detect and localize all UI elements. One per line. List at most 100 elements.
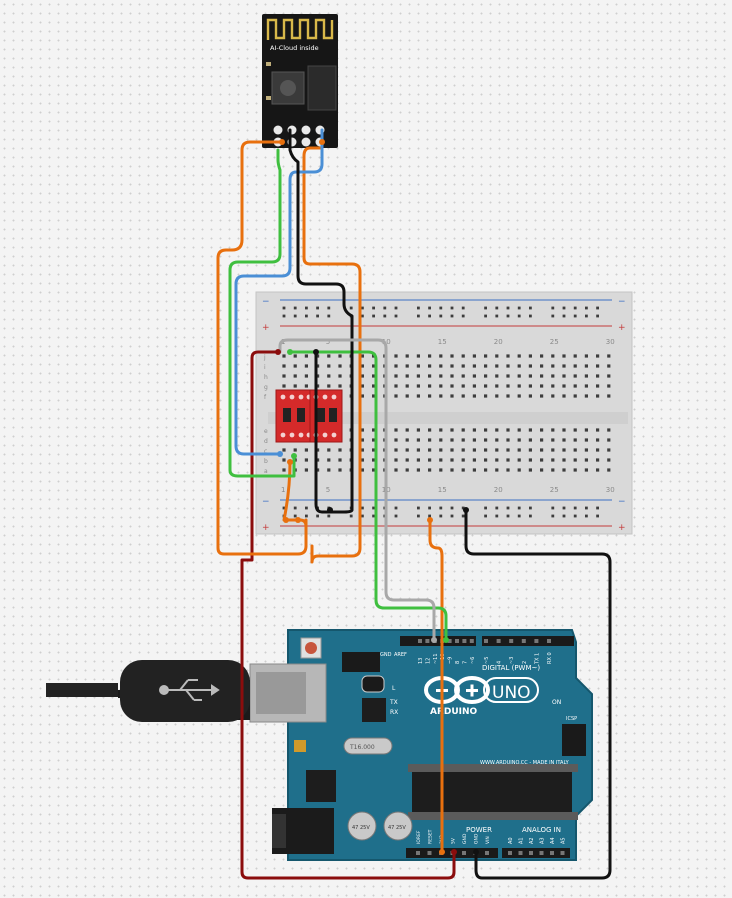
aref-label: AREF [394, 652, 407, 658]
wire-black-gnd-esp [288, 128, 354, 514]
wire-orange-ch-pd [302, 146, 362, 564]
logic-level-converter-1 [275, 389, 313, 443]
column-number-bottom: 15 [438, 486, 447, 494]
usb-icon [159, 679, 220, 701]
brand-label: ARDUINO [430, 707, 478, 717]
icsp2-header [342, 652, 380, 672]
wire-gray-d11 [278, 338, 436, 642]
wires [216, 128, 612, 880]
column-number-bottom: 25 [550, 486, 559, 494]
rail-minus-bottom-left: − [262, 497, 270, 507]
crystal-label: T16.000 [349, 744, 375, 751]
analog-pin-label: A3 [540, 837, 546, 844]
column-number-top: 10 [382, 338, 391, 346]
wire-orange-3v3 [428, 518, 444, 854]
on-label: ON [552, 699, 561, 706]
tx-label: TX [389, 699, 398, 706]
gnd-label: GND [380, 652, 392, 658]
row-letter: d [264, 438, 268, 445]
power-pin-label: IOREF [416, 830, 422, 844]
rail-plus-bottom-right: + [618, 523, 626, 533]
rail-minus-bottom-right: − [618, 497, 626, 507]
rx-label: RX [390, 709, 398, 716]
column-number-bottom: 5 [326, 486, 330, 494]
row-letter: c [264, 448, 267, 455]
digital-pin-label: RX 0 [547, 652, 553, 664]
column-number-bottom: 20 [494, 486, 503, 494]
column-number-top: 15 [438, 338, 447, 346]
digital-pin-label: ~9 [448, 657, 454, 664]
column-number-top: 20 [494, 338, 503, 346]
digital-pin-label: 7 [462, 661, 468, 664]
wire-orange-vcc [216, 140, 308, 556]
digital-label: DIGITAL (PWM~) [482, 664, 540, 672]
breadboard-holes [282, 306, 611, 518]
arduino-uno-board: UNO ARDUINO DIGITAL (PWM~) ANALOG IN POW… [249, 629, 593, 861]
wire-endpoints [275, 139, 479, 855]
digital-pin-label: ~5 [484, 657, 490, 664]
row-letter: h [264, 374, 268, 381]
analog-pin-label: A1 [519, 837, 525, 844]
power-pin-label: RESET [428, 829, 434, 844]
atmega-chip [412, 772, 572, 812]
digital-header [400, 636, 574, 646]
rail-minus-top-left: − [262, 297, 270, 307]
analog-pin-label: A4 [550, 837, 556, 844]
digital-pin-label: 4 [497, 661, 503, 664]
rail-plus-top-left: + [262, 323, 270, 333]
column-number-top: 25 [550, 338, 559, 346]
analog-pin-label: A2 [529, 837, 535, 844]
analog-pin-labels: A0 A1 A2 A3 A4 A5 [508, 837, 567, 855]
rail-plus-bottom-left: + [262, 523, 270, 533]
analog-pin-label: A5 [561, 837, 567, 844]
rail-plus-top-right: + [618, 323, 626, 333]
power-label: POWER [466, 826, 492, 834]
icsp-label: ICSP [566, 716, 577, 722]
reset-button[interactable] [300, 637, 322, 659]
website-label: WWW.ARDUINO.CC - MADE IN ITALY [480, 760, 570, 766]
cap-label-2: 47 25V [388, 825, 406, 831]
model-label: UNO [492, 683, 531, 703]
esp8266-module: AI-Cloud inside [262, 14, 338, 148]
wire-black-gnd-arduino [464, 508, 612, 880]
power-pin-label: GND [474, 833, 480, 844]
wire-orange-tx [282, 460, 292, 522]
power-pin-label: 5V [451, 837, 457, 844]
row-letter: f [264, 394, 267, 401]
digital-pin-label: ~3 [509, 657, 515, 664]
row-letter: j [263, 354, 266, 361]
row-letter: a [264, 468, 268, 475]
antenna-label: AI-Cloud inside [270, 44, 319, 52]
wire-green-d10 [288, 350, 448, 642]
digital-pin-label: ~6 [470, 657, 476, 664]
digital-pin-label: 2 [522, 661, 528, 664]
digital-pin-label: 8 [455, 661, 461, 664]
column-number-bottom: 30 [606, 486, 615, 494]
wire-green-tx [228, 148, 296, 478]
column-number-top: 5 [326, 338, 330, 346]
power-pin-label: VIN [485, 836, 491, 844]
analog-pin-label: A0 [508, 837, 514, 844]
icsp-header [562, 724, 586, 756]
row-letter: i [264, 364, 266, 371]
wire-darkred-5v [240, 350, 456, 880]
digital-pin-label: ~11 [433, 653, 439, 664]
digital-pin-label: TX 1 [534, 653, 540, 665]
power-pin-label: GND [462, 833, 468, 844]
usb-cable [46, 660, 250, 722]
row-letter: b [264, 458, 268, 465]
cap-label-1: 47 25V [352, 825, 370, 831]
column-number-top: 30 [606, 338, 615, 346]
l-label: L [392, 685, 396, 692]
wire-blue-rx [234, 128, 324, 456]
row-letter: g [264, 384, 268, 391]
analog-label: ANALOG IN [522, 826, 561, 834]
digital-pin-label: 13 [418, 658, 424, 664]
column-number-bottom: 1 [281, 486, 285, 494]
rail-minus-top-right: − [618, 297, 626, 307]
antenna-trace [266, 18, 334, 40]
row-letter: e [264, 428, 268, 435]
digital-pin-label: 12 [425, 658, 431, 664]
